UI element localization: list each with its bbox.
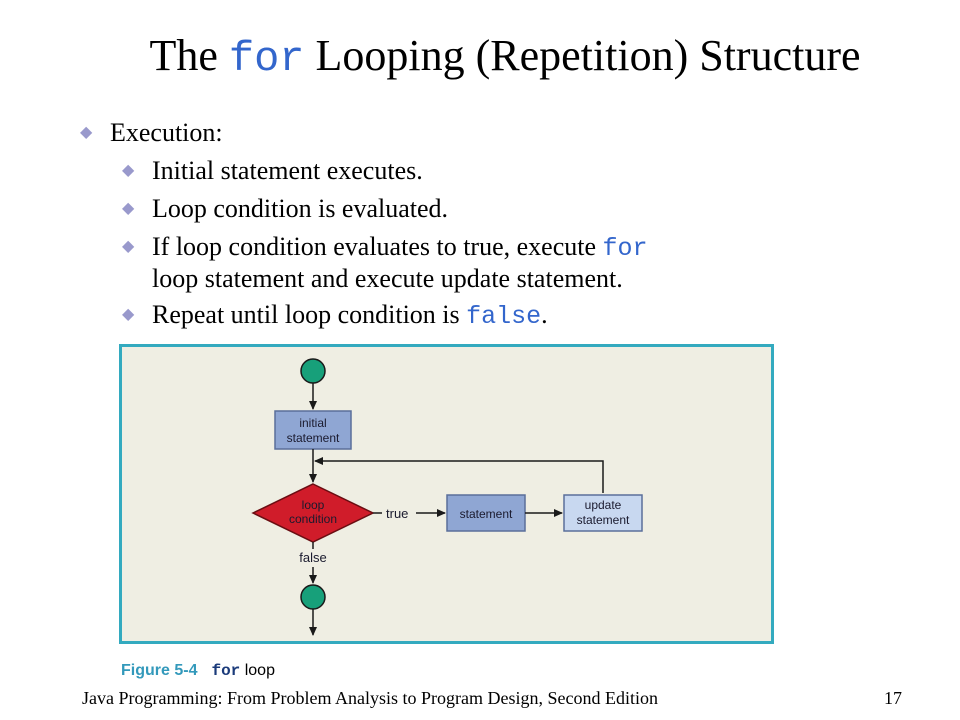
diamond-bullet-icon: ◆: [122, 238, 135, 255]
figure-number: Figure 5-4: [121, 662, 198, 679]
code-false: false: [466, 302, 542, 331]
page-number: 17: [884, 688, 902, 708]
bullet-loop-condition: ◆ Loop condition is evaluated.: [122, 194, 449, 223]
update-statement-line1: update: [585, 498, 622, 512]
initial-statement-line1: initial: [299, 416, 326, 430]
slide-footer: Java Programming: From Problem Analysis …: [82, 688, 658, 708]
end-terminal: [300, 584, 326, 610]
diamond-bullet-icon: ◆: [122, 200, 135, 217]
slide-title: The for Looping (Repetition) Structure: [149, 31, 861, 83]
start-terminal: [300, 358, 326, 384]
true-label: true: [386, 506, 408, 521]
loop-condition-line1: loop: [302, 498, 325, 512]
bullet-initial-statement: ◆ Initial statement executes.: [122, 156, 423, 185]
diamond-bullet-icon: ◆: [122, 306, 135, 323]
initial-statement-line2: statement: [287, 431, 340, 445]
false-label: false: [299, 550, 326, 565]
flowchart-svg: initial statement loop condition true st…: [251, 358, 643, 636]
statement-label: statement: [460, 507, 513, 521]
diamond-bullet-icon: ◆: [122, 162, 135, 179]
title-code-for: for: [228, 35, 305, 83]
code-for: for: [602, 234, 648, 263]
diamond-bullet-icon: ◆: [80, 124, 93, 141]
statement-box: [446, 494, 526, 532]
loop-condition-line2: condition: [289, 512, 337, 526]
update-statement-line2: statement: [577, 513, 630, 527]
bullet-execution: ◆ Execution:: [80, 118, 223, 147]
caption-code-for: for: [211, 662, 241, 680]
bullet-repeat: ◆ Repeat until loop condition is false.: [122, 300, 548, 331]
arrow-update-loop-back: [314, 457, 604, 493]
bullet-if-true: ◆ If loop condition evaluates to true, e…: [122, 232, 648, 293]
update-statement-box: [563, 494, 643, 532]
flowchart-figure: initial statement loop condition true st…: [119, 344, 774, 644]
